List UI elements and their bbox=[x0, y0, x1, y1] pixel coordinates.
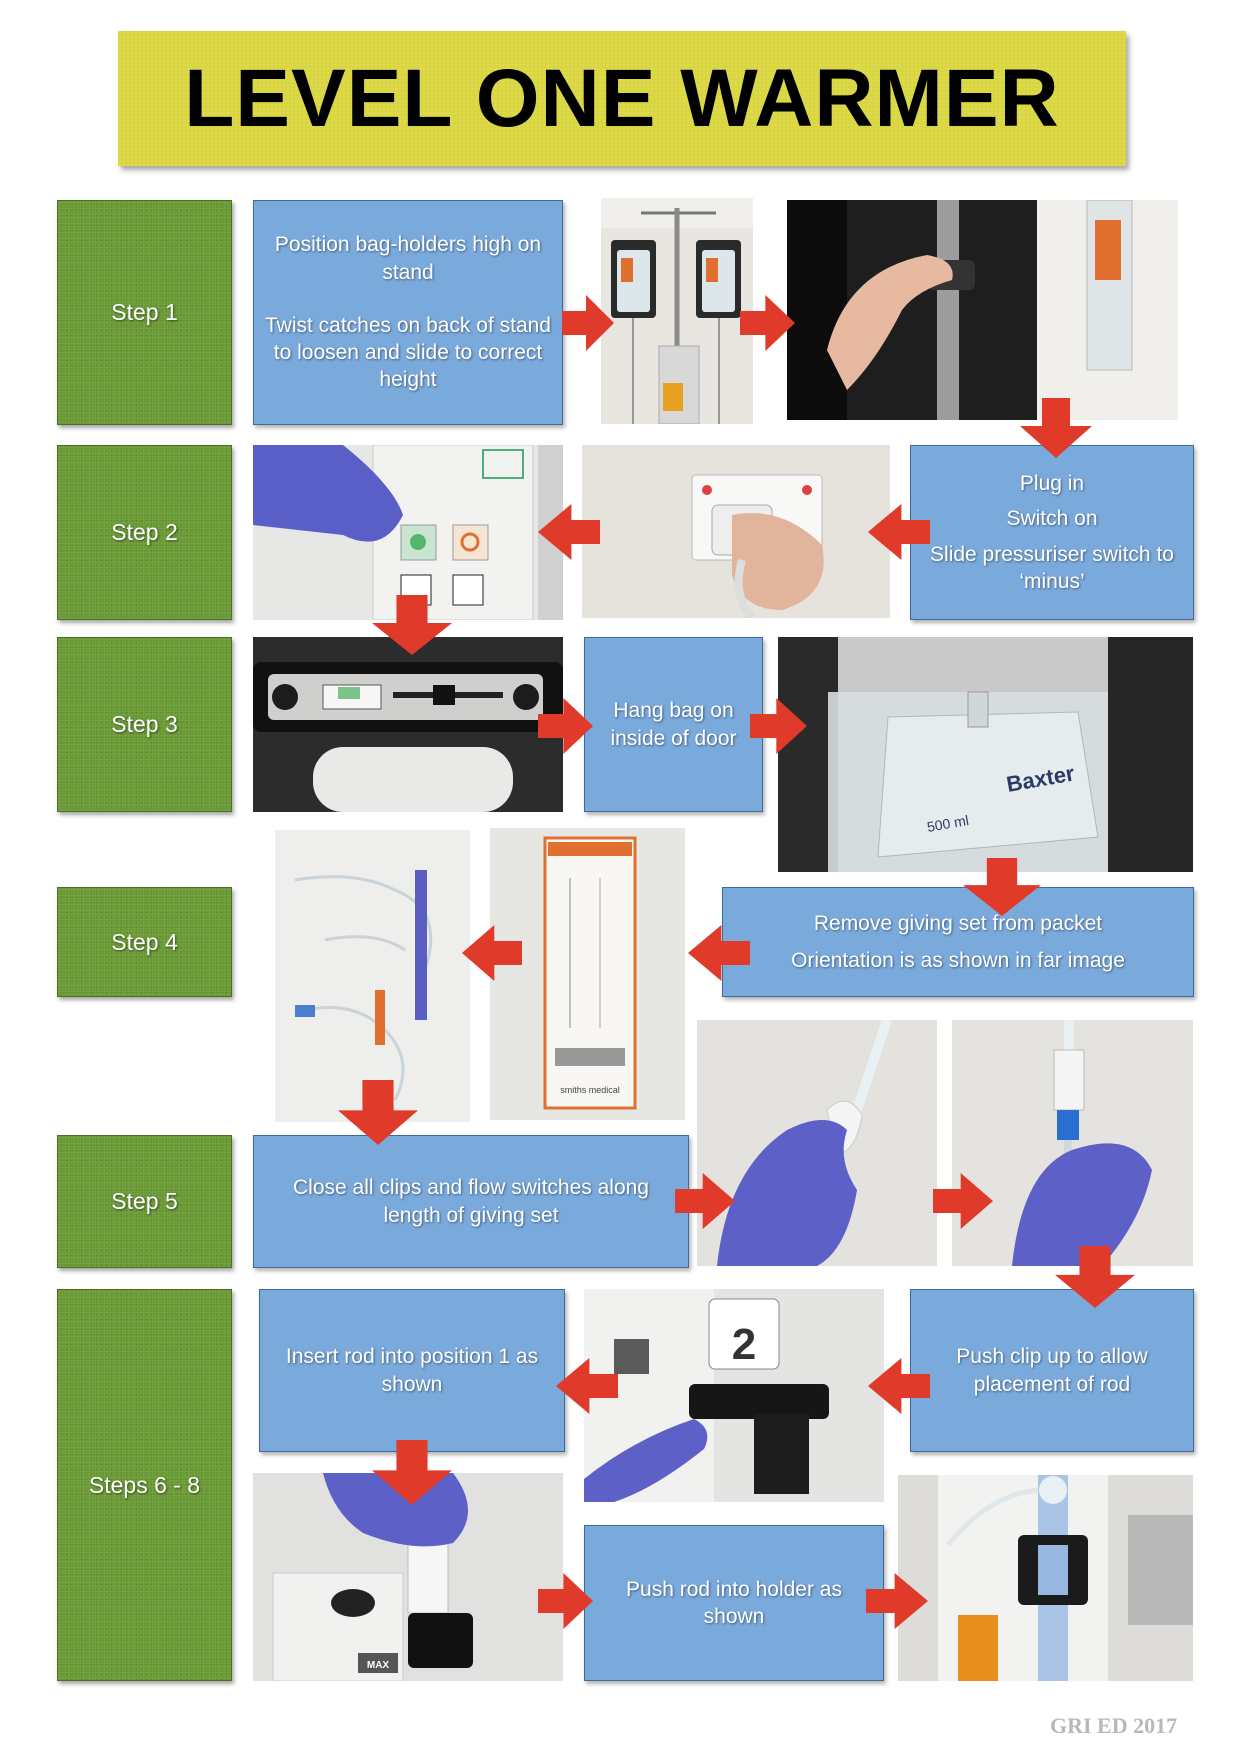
step-7-instruction: Insert rod into position 1 as shown bbox=[259, 1289, 565, 1452]
arrow-left-icon bbox=[868, 1358, 930, 1414]
photo-pressuriser-switch bbox=[253, 637, 563, 812]
photo-insert-rod: MAX bbox=[253, 1473, 563, 1681]
step-3-instruction-text: Hang bag on inside of door bbox=[610, 699, 737, 750]
arrow-right-icon bbox=[675, 1173, 735, 1229]
step-3-label: Step 3 bbox=[57, 637, 232, 812]
step-4-instruction-line-1: Remove giving set from packet bbox=[813, 911, 1103, 935]
arrow-right-icon bbox=[740, 295, 795, 351]
step-3-instruction: Hang bag on inside of door bbox=[584, 637, 763, 812]
step-2-text: Step 2 bbox=[111, 519, 178, 545]
arrow-right-icon bbox=[866, 1573, 928, 1629]
max-label: MAX bbox=[367, 1660, 390, 1671]
step-4-text: Step 4 bbox=[111, 928, 178, 955]
step-4-instruction-line-2: Orientation is as shown in far image bbox=[791, 949, 1125, 972]
title-banner: LEVEL ONE WARMER bbox=[118, 31, 1126, 166]
steps-6-8-text: Steps 6 - 8 bbox=[88, 1471, 201, 1498]
page-title: LEVEL ONE WARMER bbox=[184, 52, 1060, 144]
photo-giving-set bbox=[275, 830, 470, 1122]
photo-packet: smiths medical bbox=[490, 828, 685, 1120]
arrow-down-icon bbox=[372, 1440, 452, 1505]
arrow-down-icon bbox=[372, 595, 452, 655]
step-2-instruction-line-2: Switch on bbox=[1006, 507, 1098, 531]
step-8-instruction: Push rod into holder as shown bbox=[584, 1525, 884, 1681]
step-1-instruction-line-2: Twist catches on back of stand to loosen… bbox=[265, 313, 551, 392]
step-5-text: Step 5 bbox=[111, 1188, 178, 1214]
step-4-instruction: Remove giving set from packet Orientatio… bbox=[722, 887, 1194, 997]
step-5-label: Step 5 bbox=[57, 1135, 232, 1268]
photo-power-panel bbox=[253, 445, 563, 620]
photo-iv-stand bbox=[601, 198, 753, 424]
step-2-instruction-line-3: Slide pressuriser switch to ‘minus’ bbox=[930, 542, 1174, 593]
arrow-down-icon bbox=[338, 1080, 418, 1145]
arrow-down-icon bbox=[1055, 1246, 1135, 1308]
arrow-left-icon bbox=[868, 504, 930, 560]
step-6-instruction-text: Push clip up to allow placement of rod bbox=[956, 1345, 1148, 1396]
step-3-text: Step 3 bbox=[111, 711, 178, 737]
arrow-left-icon bbox=[538, 504, 600, 560]
step-1-label: Step 1 bbox=[57, 200, 232, 425]
arrow-down-icon bbox=[1020, 398, 1092, 458]
photo-close-clip bbox=[697, 1020, 937, 1266]
photo-flow-switch bbox=[952, 1020, 1193, 1266]
position-2-label: 2 bbox=[732, 1320, 756, 1369]
step-6-instruction: Push clip up to allow placement of rod bbox=[910, 1289, 1194, 1452]
arrow-right-icon bbox=[933, 1173, 993, 1229]
arrow-right-icon bbox=[562, 295, 614, 351]
arrow-left-icon bbox=[688, 925, 750, 981]
photo-wall-socket bbox=[582, 445, 890, 618]
arrow-left-icon bbox=[556, 1358, 618, 1414]
step-4-label: Step 4 bbox=[57, 887, 232, 997]
packet-brand-label: smiths medical bbox=[560, 1085, 620, 1095]
photo-twist-catch bbox=[787, 200, 1178, 420]
arrow-left-icon bbox=[462, 925, 522, 981]
steps-6-8-label: Steps 6 - 8 bbox=[57, 1289, 232, 1681]
arrow-right-icon bbox=[538, 1573, 593, 1629]
arrow-right-icon bbox=[538, 698, 593, 754]
photo-position-2: 2 bbox=[584, 1289, 884, 1502]
step-8-instruction-text: Push rod into holder as shown bbox=[626, 1577, 842, 1628]
photo-rod-in-holder bbox=[898, 1475, 1193, 1681]
step-5-instruction: Close all clips and flow switches along … bbox=[253, 1135, 689, 1268]
step-2-instruction-line-1: Plug in bbox=[1019, 471, 1085, 495]
step-1-instruction-line-1: Position bag-holders high on stand bbox=[274, 233, 542, 284]
arrow-right-icon bbox=[750, 698, 807, 754]
step-2-label: Step 2 bbox=[57, 445, 232, 620]
arrow-down-icon bbox=[963, 858, 1041, 916]
step-2-instruction: Plug in Switch on Slide pressuriser swit… bbox=[910, 445, 1194, 620]
step-1-instruction: Position bag-holders high on stand Twist… bbox=[253, 200, 563, 425]
step-5-instruction-text: Close all clips and flow switches along … bbox=[292, 1176, 649, 1227]
footer-credit: GRI ED 2017 bbox=[1050, 1713, 1178, 1738]
bag-volume-label: 500 ml bbox=[926, 812, 970, 835]
photo-bag-on-door: Baxter 500 ml bbox=[778, 637, 1193, 872]
step-1-text: Step 1 bbox=[111, 299, 178, 325]
step-7-instruction-text: Insert rod into position 1 as shown bbox=[285, 1345, 539, 1396]
